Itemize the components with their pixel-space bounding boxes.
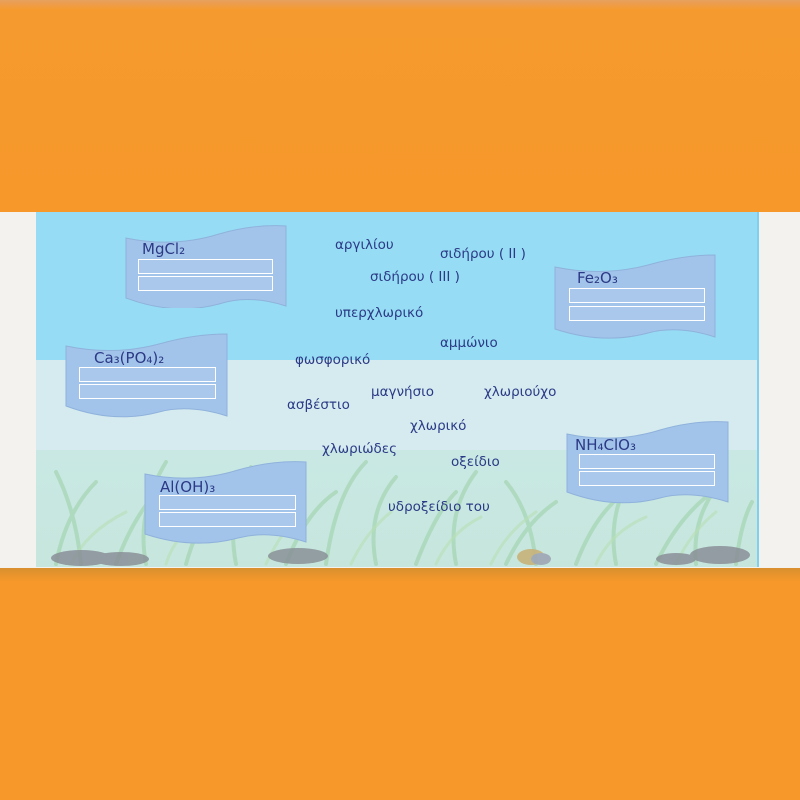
fish-formula: NH₄ClO₃ [575,436,636,454]
fish-shape [65,333,228,418]
fish-target-aloh3: Al(OH)₃ [143,460,308,544]
fish-shape [125,225,287,308]
draggable-word[interactable]: υπερχλωρικό [335,305,424,321]
draggable-word[interactable]: χλωριούχο [484,384,557,400]
fish-formula: Fe₂O₃ [577,269,618,287]
answer-slot-1[interactable] [79,367,216,382]
fish-shape [144,461,307,544]
draggable-word[interactable]: φωσφορικό [295,352,371,368]
bottom-orange-band [0,568,800,800]
fish-shape [554,254,716,339]
answer-slot-2[interactable] [79,384,216,399]
answer-slot-2[interactable] [569,306,705,321]
top-orange-band [0,0,800,212]
fish-target-mgcl2: MgCl₂ [124,224,288,308]
draggable-word[interactable]: σιδήρου ( II ) [440,246,526,262]
draggable-word[interactable]: μαγνήσιο [371,384,434,400]
draggable-word[interactable]: οξείδιο [451,454,500,470]
fish-formula: Al(OH)₃ [160,478,216,496]
answer-slot-2[interactable] [138,276,273,291]
fish-formula: Ca₃(PO₄)₂ [94,349,165,367]
answer-slot-2[interactable] [579,471,715,486]
fish-target-nh4clo3: NH₄ClO₃ [565,420,730,504]
draggable-word[interactable]: υδροξείδιο του [388,499,490,515]
fish-formula: MgCl₂ [142,240,186,258]
answer-slot-1[interactable] [138,259,273,274]
draggable-word[interactable]: χλωριώδες [322,441,398,457]
answer-slot-2[interactable] [159,512,296,527]
fish-target-fe2o3: Fe₂O₃ [553,253,717,339]
draggable-word[interactable]: σιδήρου ( III ) [370,269,460,285]
draggable-word[interactable]: χλωρικό [410,418,467,434]
answer-slot-1[interactable] [569,288,705,303]
fish-target-ca3po42: Ca₃(PO₄)₂ [64,332,229,418]
answer-slot-1[interactable] [579,454,715,469]
answer-slot-1[interactable] [159,495,296,510]
draggable-word[interactable]: ασβέστιο [287,397,350,413]
draggable-word[interactable]: αργιλίου [335,237,394,253]
fish-shape [566,421,729,504]
draggable-word[interactable]: αμμώνιο [440,335,498,351]
